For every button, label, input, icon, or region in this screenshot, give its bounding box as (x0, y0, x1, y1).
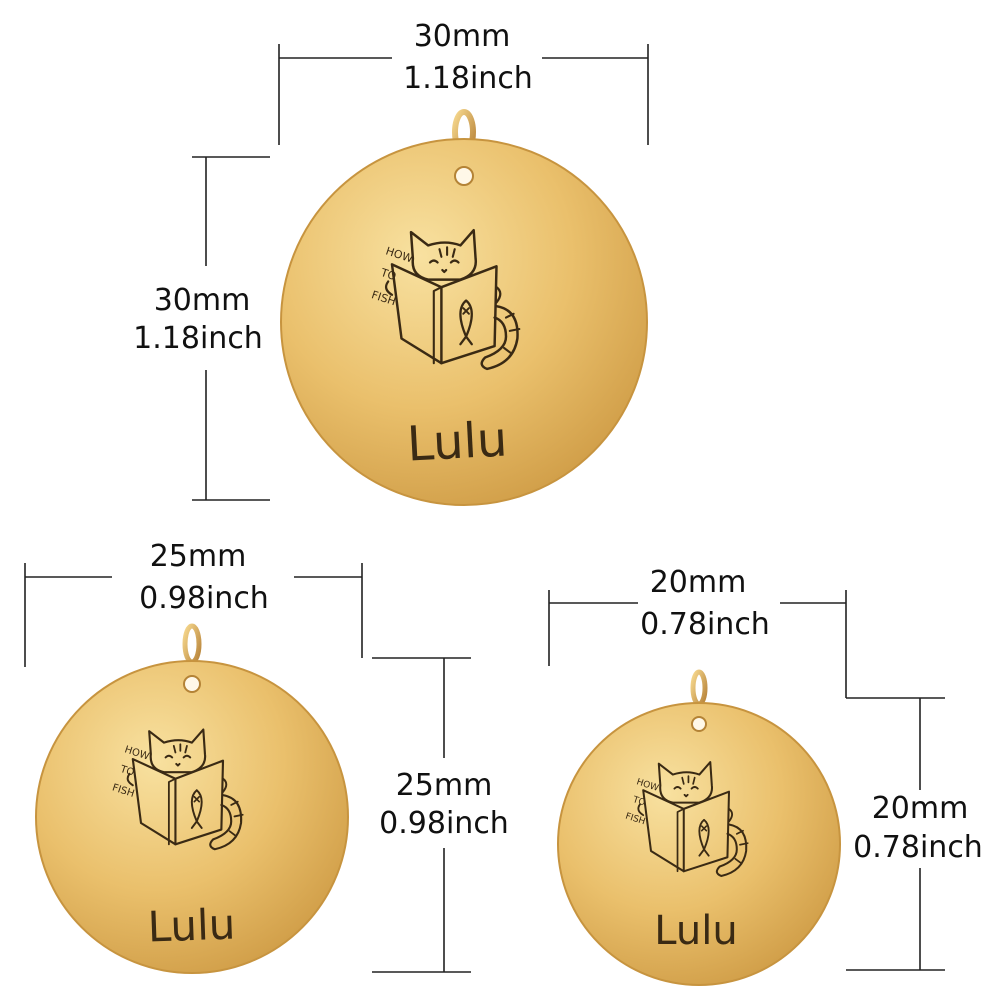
height-mm-label-large: 30mm (154, 283, 251, 318)
jump-ring-medium (182, 623, 202, 665)
dimension-width-small: 20mm 0.78inch (548, 565, 847, 698)
dimension-width-medium: 25mm 0.98inch (24, 539, 363, 667)
tag-hole-medium (183, 675, 201, 693)
jump-ring-small (690, 669, 708, 707)
tag-disc-medium (35, 660, 349, 974)
engraved-name-large: Lulu (406, 411, 509, 472)
tag-medium: HOW TO FISH Lulu (35, 623, 349, 974)
width-mm-label-small: 20mm (650, 565, 747, 600)
tag-hole-small (691, 716, 707, 732)
width-mm-label-large: 30mm (414, 19, 511, 54)
svg-text:TO: TO (118, 764, 136, 779)
engraved-name-medium: Lulu (147, 899, 236, 951)
height-inch-label-medium: 0.98inch (379, 806, 509, 841)
tag-large: HOW TO FISH Lulu (280, 109, 648, 506)
dimension-height-medium: 25mm 0.98inch (372, 657, 509, 973)
tag-small: HOW TO FISH Lulu (557, 669, 841, 986)
height-mm-label-small: 20mm (872, 791, 969, 826)
dimension-height-small: 20mm 0.78inch (846, 697, 983, 971)
width-mm-label-medium: 25mm (150, 539, 247, 574)
tag-disc-small (557, 702, 841, 986)
width-inch-label-large: 1.18inch (403, 61, 533, 96)
tag-disc-large (280, 138, 648, 506)
height-mm-label-medium: 25mm (396, 768, 493, 803)
height-inch-label-small: 0.78inch (853, 830, 983, 865)
width-inch-label-small: 0.78inch (640, 607, 770, 642)
tag-hole-large (454, 166, 474, 186)
engraved-name-small: Lulu (654, 908, 737, 954)
height-inch-label-large: 1.18inch (133, 321, 263, 356)
svg-text:TO: TO (630, 795, 646, 809)
dimension-width-large: 30mm 1.18inch (278, 19, 649, 145)
svg-text:TO: TO (378, 266, 398, 284)
dimension-height-large: 30mm 1.18inch (133, 156, 270, 501)
width-inch-label-medium: 0.98inch (139, 581, 269, 616)
